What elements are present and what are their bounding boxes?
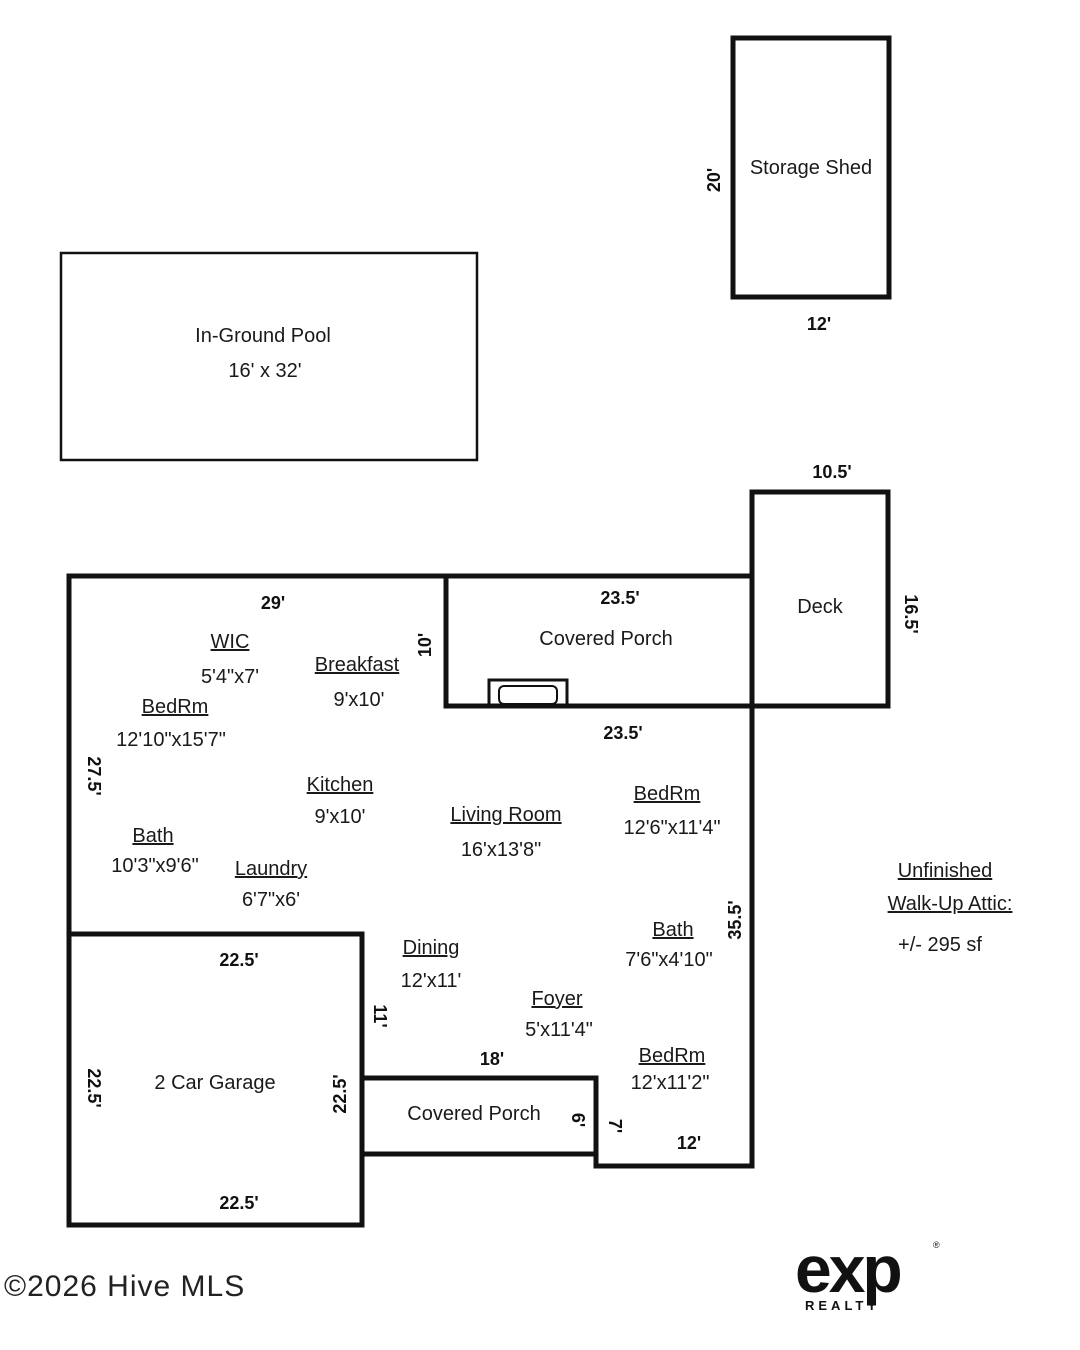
room-name-bedrm-3: BedRm — [639, 1045, 706, 1067]
room-size-kitchen: 9'x10' — [314, 806, 365, 828]
room-name-living-room: Living Room — [450, 804, 561, 826]
rear-porch-label: Covered Porch — [539, 628, 672, 650]
room-size-bedrm-1: 12'10"x15'7" — [116, 729, 226, 751]
room-size-living-room: 16'x13'8" — [461, 839, 541, 861]
room-name-bath-2: Bath — [652, 919, 693, 941]
pool-label: In-Ground Pool — [195, 325, 331, 347]
storage-shed-label: Storage Shed — [750, 157, 872, 179]
house-step-dimension: 7' — [605, 1119, 625, 1133]
room-size-foyer: 5'x11'4" — [525, 1019, 593, 1041]
garage-right-dimension: 22.5' — [330, 1074, 350, 1113]
room-size-wic: 5'4"x7' — [201, 666, 259, 688]
room-name-laundry: Laundry — [235, 858, 307, 880]
storage-shed-outline — [730, 35, 892, 300]
fireplace-inner — [498, 685, 558, 705]
logo-wordmark: exp — [795, 1232, 903, 1306]
attic-title-line2: Walk-Up Attic: — [888, 893, 1013, 915]
logo-subtitle: REALTY — [805, 1298, 881, 1313]
garage-bottom-dimension: 22.5' — [219, 1193, 258, 1213]
garage-left-dimension: 22.5' — [84, 1068, 104, 1107]
room-size-bedrm-2: 12'6"x11'4" — [623, 817, 720, 839]
fireplace-symbol — [487, 678, 569, 708]
room-name-wic: WIC — [211, 631, 250, 653]
garage-label: 2 Car Garage — [154, 1072, 275, 1094]
rear-porch-top-dimension: 23.5' — [600, 588, 639, 608]
room-name-bedrm-2: BedRm — [634, 783, 701, 805]
front-porch-right-dimension: 6' — [568, 1113, 588, 1127]
house-right-dimension: 35.5' — [725, 900, 745, 939]
room-size-bath-1: 10'3"x9'6" — [111, 855, 198, 877]
attic-title-line1: Unfinished — [898, 860, 993, 882]
garage-walls — [66, 931, 365, 1081]
room-name-bath-1: Bath — [132, 825, 173, 847]
room-size-bath-2: 7'6"x4'10" — [625, 949, 712, 971]
house-outline — [66, 573, 755, 1228]
room-size-dining: 12'x11' — [401, 970, 462, 992]
deck-label: Deck — [797, 596, 844, 618]
shed-side-dimension: 20' — [704, 168, 724, 192]
room-size-laundry: 6'7"x6' — [242, 889, 300, 911]
room-name-breakfast: Breakfast — [315, 654, 400, 676]
room-name-kitchen: Kitchen — [307, 774, 374, 796]
room-name-bedrm-1: BedRm — [142, 696, 209, 718]
garage-top-dimension: 22.5' — [219, 950, 258, 970]
rear-porch-bottom-dimension: 23.5' — [603, 723, 642, 743]
copyright-watermark: ©2026 Hive MLS — [4, 1270, 246, 1303]
shed-bottom-dimension: 12' — [807, 314, 831, 334]
logo-registered-mark: ® — [933, 1240, 940, 1250]
room-size-breakfast: 9'x10' — [333, 689, 384, 711]
rear-porch-outline — [443, 573, 891, 709]
house-top-dimension: 29' — [261, 593, 285, 613]
front-porch-label: Covered Porch — [407, 1103, 540, 1125]
room-name-foyer: Foyer — [531, 988, 582, 1010]
deck-top-dimension: 10.5' — [812, 462, 851, 482]
front-porch-top-dimension: 18' — [480, 1049, 504, 1069]
pool-outline — [59, 251, 479, 462]
pool-size: 16' x 32' — [228, 360, 301, 382]
deck-side-dimension: 16.5' — [901, 594, 921, 633]
attic-area: +/- 295 sf — [898, 934, 982, 956]
front-porch-left-dimension: 11' — [370, 1004, 390, 1027]
house-bottom-right-dimension: 12' — [677, 1133, 701, 1153]
rear-porch-left-dimension: 10' — [415, 633, 435, 657]
room-name-dining: Dining — [403, 937, 460, 959]
room-size-bedrm-3: 12'x11'2" — [631, 1072, 710, 1094]
house-left-dimension: 27.5' — [84, 756, 104, 795]
exp-realty-logo: exp REALTY ® — [795, 1236, 955, 1326]
